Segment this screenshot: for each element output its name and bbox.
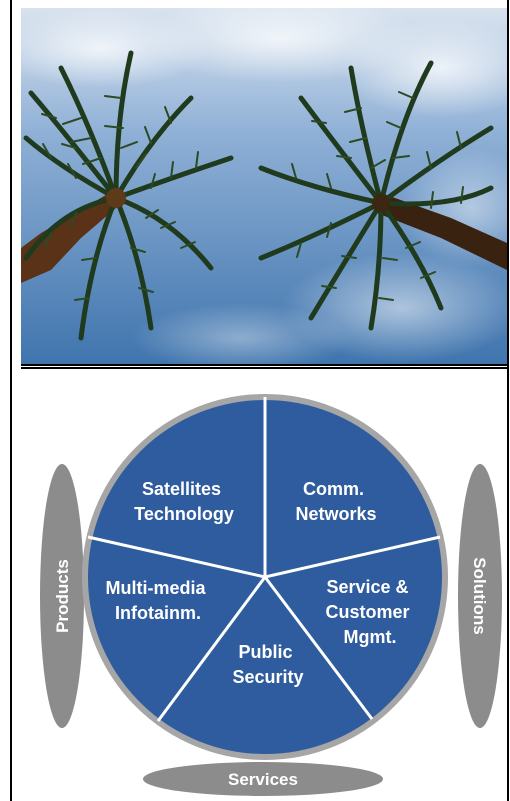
solutions-label: Solutions [470,557,489,634]
segment-public-label: Public Security [232,642,303,687]
segment-comm-line2: Networks [295,504,376,524]
segment-multimedia-line1: Multi-media [105,578,206,598]
segment-comm-label: Comm. Networks [295,479,376,524]
segment-public-line2: Security [232,667,303,687]
segment-comm-line1: Comm. [303,479,364,499]
services-pill [143,762,383,796]
segment-satellites-line1: Satellites [142,479,221,499]
palm-trees-photo [21,8,507,366]
segment-diagram: Satellites Technology Comm. Networks Ser… [0,369,510,801]
segment-public-line1: Public [238,642,292,662]
services-label: Services [228,770,298,789]
segment-service-line1: Service & [326,577,408,597]
segment-dividers [87,397,441,722]
segment-service-label: Service & Customer Mgmt. [325,577,414,647]
segment-service-line3: Mgmt. [344,627,397,647]
segment-satellites-line2: Technology [134,504,234,524]
segment-multimedia-line2: Infotainm. [115,603,201,623]
section-divider [21,367,507,369]
segment-satellites-label: Satellites Technology [134,479,234,524]
right-border-line [507,0,509,801]
segment-multimedia-label: Multi-media Infotainm. [105,578,210,623]
segment-service-line2: Customer [325,602,409,622]
products-pill [40,464,84,728]
products-label: Products [53,559,72,633]
solutions-pill [458,464,502,728]
left-border-line [10,0,12,801]
